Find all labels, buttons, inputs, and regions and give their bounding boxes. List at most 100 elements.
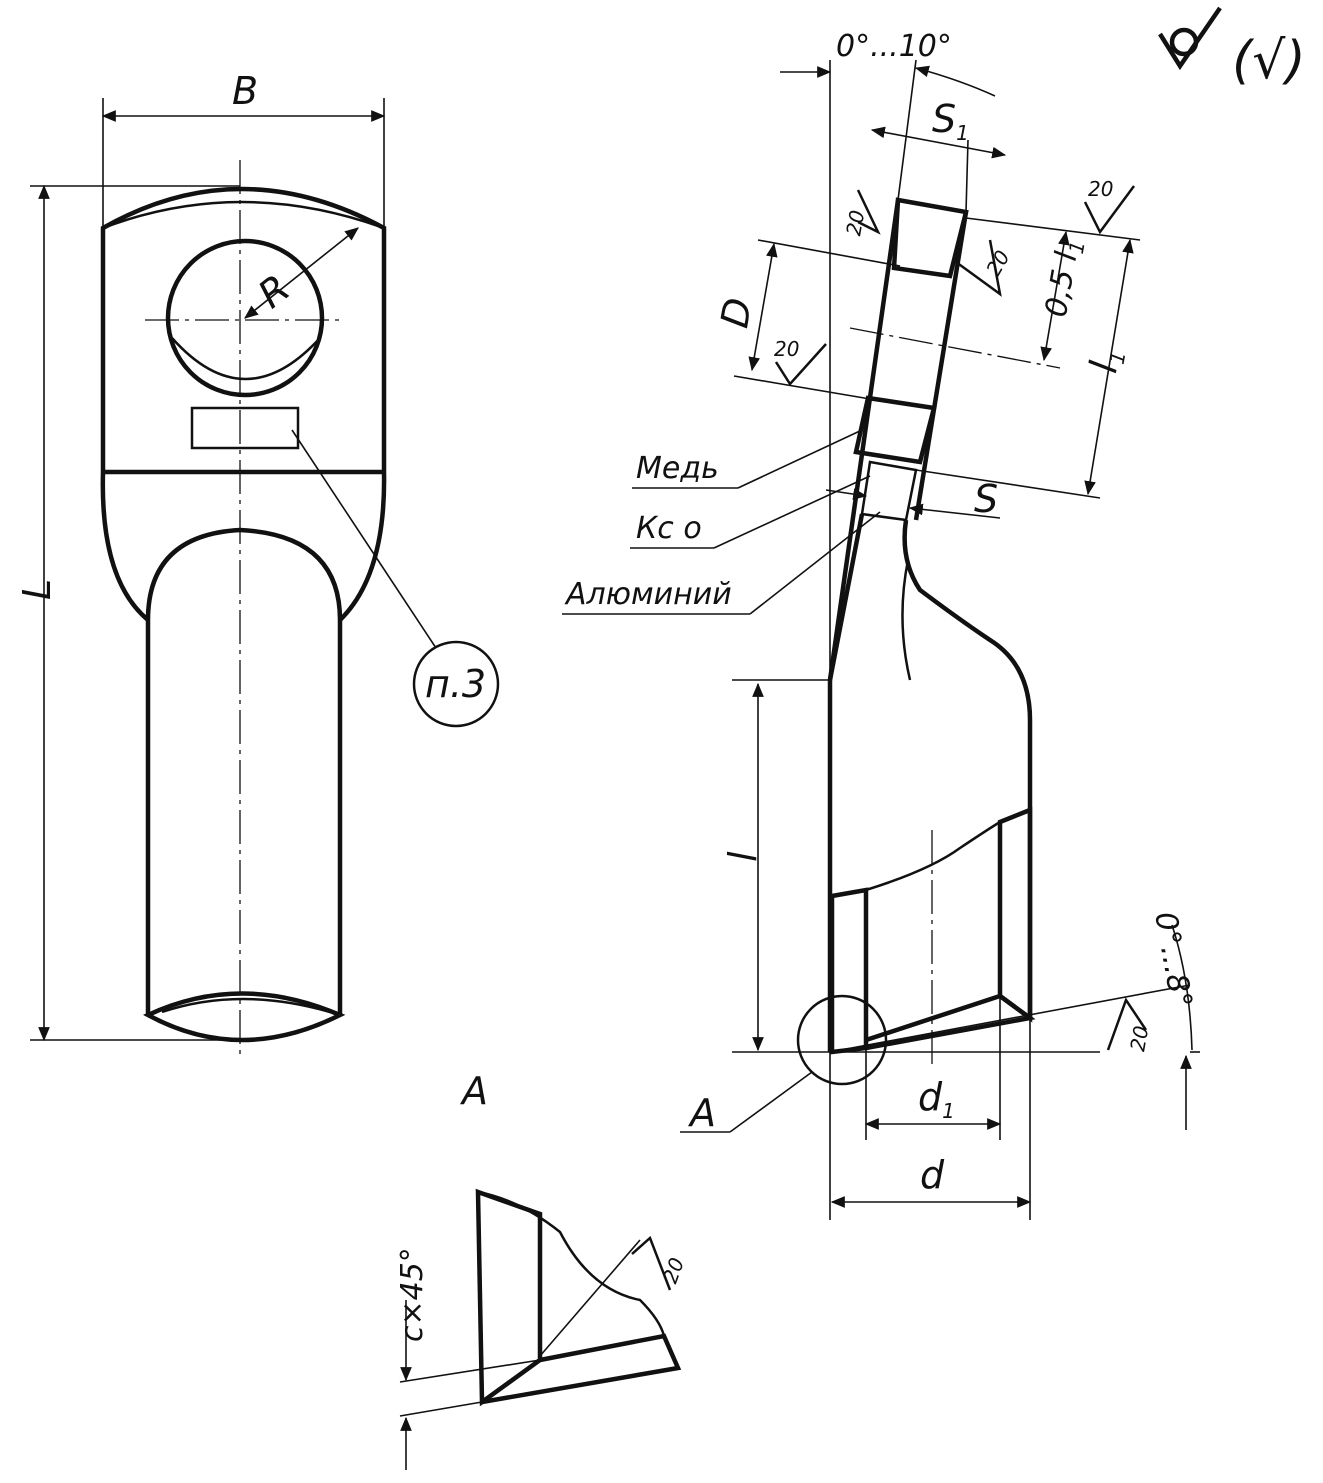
roughness-check-icon bbox=[1158, 6, 1222, 71]
detail-a-circle bbox=[796, 994, 888, 1086]
angle-top-label: 0°...10° bbox=[836, 29, 952, 64]
copper-leader bbox=[737, 429, 863, 489]
barrel-wall-right bbox=[997, 806, 1033, 1023]
s-label: S bbox=[974, 477, 998, 521]
half-l1-dim-line bbox=[1040, 230, 1070, 362]
angle-bottom-arc bbox=[1171, 924, 1193, 1051]
roughness-symbol bbox=[1106, 997, 1148, 1051]
roughness-value: 20 bbox=[841, 208, 869, 237]
angle-ref-line bbox=[829, 984, 1191, 1053]
note-leader bbox=[291, 429, 437, 649]
neck-outline bbox=[100, 471, 387, 622]
kso-leader bbox=[713, 475, 871, 549]
roughness-value: 20 bbox=[774, 337, 799, 361]
roughness-circle-icon bbox=[1169, 27, 1199, 57]
barrel-right-edge bbox=[902, 519, 1033, 1018]
half-l1-main: 0,5 l bbox=[1039, 248, 1085, 319]
aluminium-leader bbox=[749, 511, 881, 615]
s-arrow-left bbox=[825, 488, 868, 500]
palm-left-edge bbox=[827, 199, 901, 681]
d-dim-line bbox=[748, 242, 778, 372]
detail-a-view: 20 c×45° bbox=[395, 1188, 689, 1470]
break-line bbox=[865, 820, 1001, 892]
view-a-title: A bbox=[459, 1069, 488, 1113]
palm-ext-line-2 bbox=[965, 139, 969, 213]
note-ref-text: п.3 bbox=[425, 662, 486, 706]
l1-label: l1 bbox=[1081, 346, 1130, 377]
detail-break-line bbox=[477, 1190, 666, 1337]
roughness-mark-3: 20 bbox=[955, 239, 1015, 297]
b-label: B bbox=[232, 69, 258, 113]
d-label: D bbox=[712, 295, 760, 331]
d1-main: d bbox=[918, 1075, 943, 1119]
l1-ext-bottom bbox=[915, 469, 1101, 499]
note-circle bbox=[412, 640, 500, 728]
roughness-mark-5: 20 bbox=[1106, 997, 1153, 1053]
roughness-value: 20 bbox=[1088, 177, 1113, 201]
d1-sub: 1 bbox=[942, 1099, 955, 1123]
palm-section-top bbox=[891, 197, 969, 279]
barrel-left-transition bbox=[827, 513, 865, 681]
palm-ext-line bbox=[897, 59, 917, 201]
detail-wall-section bbox=[475, 1188, 543, 1407]
roughness-mark-1: 20 bbox=[1083, 177, 1136, 235]
roughness-mark-4: 20 bbox=[774, 337, 827, 387]
half-l1-sub: 1 bbox=[1064, 239, 1090, 256]
s1-label-main: S bbox=[932, 97, 956, 141]
chamfer-ext-1 bbox=[399, 1359, 541, 1383]
transition-curve bbox=[901, 559, 912, 681]
l1-sub: 1 bbox=[1105, 349, 1131, 366]
chamfer-label: c×45° bbox=[395, 1247, 430, 1342]
detail-chamfer bbox=[481, 1333, 682, 1405]
hole-axis-side bbox=[849, 327, 1061, 369]
detail-a-label: A bbox=[687, 1091, 716, 1135]
barrel-wall-left bbox=[829, 887, 869, 1055]
barrel-outline bbox=[145, 527, 343, 1015]
marking-area bbox=[190, 406, 300, 450]
d-ext-bottom bbox=[733, 375, 877, 401]
half-l1-label: 0,5 l1 bbox=[1039, 237, 1090, 321]
s-arrow-right bbox=[908, 503, 1001, 519]
s1-label: S1 bbox=[932, 97, 969, 145]
roughness-symbol bbox=[955, 239, 1002, 297]
general-roughness-note: (√) bbox=[1232, 31, 1306, 91]
d-outer-label: d bbox=[920, 1153, 945, 1197]
s1-label-sub: 1 bbox=[956, 121, 969, 145]
detail-a-leader bbox=[729, 1071, 813, 1133]
angle-bottom-label: 0°...8° bbox=[1147, 909, 1198, 1010]
chamfer-ext-2 bbox=[399, 1401, 483, 1417]
palm-outline bbox=[100, 186, 387, 472]
roughness-symbol bbox=[774, 343, 827, 387]
side-section-view: A 0°...10° S1 D 0,5 l1 l1 S Медь Кс о bbox=[562, 6, 1306, 1220]
kso-label: Кс о bbox=[636, 511, 702, 546]
palm-top-arc bbox=[102, 200, 385, 230]
d-ext-top bbox=[757, 239, 901, 267]
chamfer-leader bbox=[539, 1239, 641, 1357]
l1-ext-top bbox=[965, 217, 1141, 241]
roughness-mark-2: 20 bbox=[841, 189, 881, 237]
aluminium-label: Алюминий bbox=[564, 577, 732, 612]
roughness-value: 20 bbox=[981, 246, 1015, 280]
l1-dim-line bbox=[1084, 238, 1134, 496]
l-label-side: l bbox=[721, 851, 765, 862]
angle-top-arc bbox=[914, 65, 996, 97]
general-roughness: (√) bbox=[1158, 6, 1306, 91]
palm-section-bottom bbox=[853, 395, 937, 465]
front-view: R B L п.3 A bbox=[15, 69, 500, 1113]
hole-chamfer bbox=[171, 337, 321, 381]
radius-dim-line bbox=[244, 227, 359, 319]
detail-roughness-symbol bbox=[631, 1235, 672, 1291]
detail-roughness-value: 20 bbox=[658, 1254, 689, 1286]
copper-label: Медь bbox=[636, 451, 719, 486]
barrel-end bbox=[143, 991, 346, 1043]
roughness-value: 20 bbox=[1125, 1024, 1153, 1053]
barrel-inner-edge bbox=[161, 997, 331, 1014]
l-label: L bbox=[15, 579, 59, 600]
roughness-symbol bbox=[1083, 185, 1136, 235]
weld-section bbox=[860, 460, 918, 522]
roughness-symbol bbox=[856, 189, 881, 235]
s1-dim-line bbox=[870, 126, 1007, 159]
barrel-chamfer-end bbox=[865, 993, 1036, 1051]
d1-label: d1 bbox=[918, 1075, 955, 1123]
